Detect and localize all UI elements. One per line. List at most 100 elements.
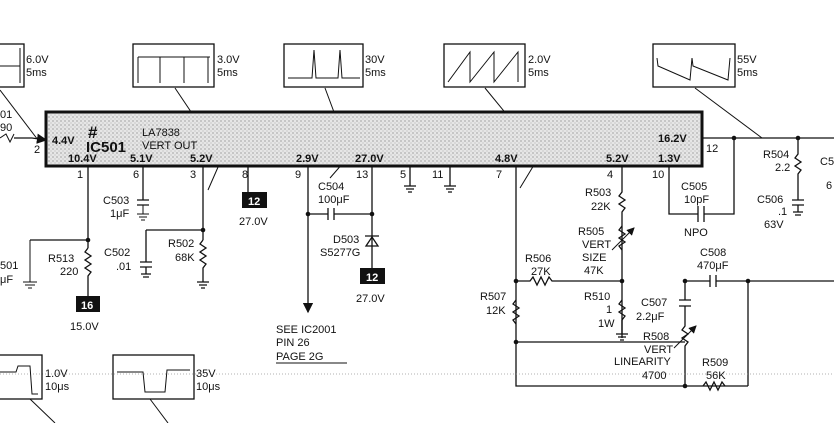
ic-v-pin6: 5.1V (130, 153, 153, 165)
waveform-w1-time: 5ms (26, 67, 47, 79)
c505-type: NPO (684, 227, 708, 239)
ic-pin-numbers: 2 1 6 3 8 9 13 5 11 7 4 10 12 (34, 143, 718, 181)
r508-value: 4700 (642, 370, 666, 382)
c507-value: 2.2μF (636, 311, 665, 323)
c508-value: 470μF (697, 260, 729, 272)
waveform-w5: 55V 5ms (652, 43, 758, 88)
r513-ref: R513 (48, 253, 74, 265)
ground-icon (616, 320, 628, 341)
d503-symbol (364, 235, 380, 247)
r510-value: 1 (606, 304, 612, 316)
waveform-w3-volts: 30V (365, 54, 385, 66)
waveform-w2: 3.0V 5ms (132, 43, 240, 88)
c504-ref: C504 (318, 181, 344, 193)
ic-v-pin1: 10.4V (68, 153, 97, 165)
ic-v-pin12: 16.2V (658, 133, 687, 145)
ic501: # IC501 LA7838 VERT OUT 4.4V 10.4V 5.1V … (44, 110, 704, 168)
waveform-w5-volts: 55V (737, 54, 757, 66)
supply-tag-16-voltage: 15.0V (70, 321, 99, 333)
note-line1: SEE IC2001 (276, 324, 337, 336)
partial-right-value: 6 (826, 180, 832, 192)
note-line2: PIN 26 (276, 337, 310, 349)
r508-ref: R508 (643, 331, 669, 343)
supply-tag-12b-voltage: 27.0V (356, 293, 385, 305)
c502-symbol (140, 230, 152, 278)
waveform-w5-pointer (694, 87, 763, 139)
waveform-w4-volts: 2.0V (528, 54, 551, 66)
r504-ref: R504 (763, 149, 789, 161)
r506-ref: R506 (525, 253, 551, 265)
pin-3-label: 3 (190, 169, 196, 181)
c503-symbol (137, 199, 149, 206)
note-line3: PAGE 2G (276, 351, 323, 363)
ic-v-pin10: 1.3V (658, 153, 681, 165)
ic-v-pin7: 4.8V (495, 153, 518, 165)
supply-tag-16-number: 16 (81, 300, 93, 312)
partial-value-mid: μF (0, 274, 13, 286)
waveform-w6: 1.0V 10μs (0, 354, 70, 400)
c507-ref: C507 (641, 297, 667, 309)
waveform-w1: 6.0V 5ms (0, 43, 49, 88)
r505-line1: VERT (582, 239, 611, 251)
ic-function: VERT OUT (142, 140, 197, 152)
r504-c506-symbol (792, 138, 804, 216)
r507-value: 12K (486, 305, 506, 317)
waveform-w7-volts: 35V (196, 368, 216, 380)
waveform-w3: 30V 5ms (283, 43, 386, 88)
partial-right-ref: C5 (820, 156, 834, 168)
pin-6-label: 6 (133, 169, 139, 181)
c508-symbol (685, 275, 834, 287)
partial-ref-mid: 501 (0, 260, 18, 272)
pin-8-label: 8 (242, 169, 248, 181)
r509-symbol (702, 380, 726, 392)
r502-symbol (197, 239, 209, 289)
waveform-w7-time: 10μs (196, 381, 221, 393)
r510-ref: R510 (584, 291, 610, 303)
r504-value: 2.2 (775, 162, 790, 174)
pin-5-label: 5 (400, 169, 406, 181)
c504-value: 100μF (318, 194, 350, 206)
r513-symbol (83, 247, 93, 296)
supply-tag-12a-number: 12 (248, 196, 260, 208)
ic-hash-symbol: # (88, 123, 98, 142)
waveform-w4: 2.0V 5ms (443, 43, 551, 88)
waveform-w5-time: 5ms (737, 67, 758, 79)
supply-tag-16 (76, 296, 100, 312)
pin-10-label: 10 (652, 169, 664, 181)
waveform-w1-pointer (0, 89, 39, 141)
partial-value-top: 90 (0, 122, 12, 134)
pin-4-label: 4 (607, 169, 613, 181)
ic-v-pin13: 27.0V (355, 153, 384, 165)
supply-tag-12b-number: 12 (366, 272, 378, 284)
ic-v-pin2: 4.4V (52, 135, 75, 147)
r502-ref: R502 (168, 238, 194, 250)
waveform-w3-time: 5ms (365, 67, 386, 79)
r505-symbol (617, 225, 627, 251)
supply-tag-12a (242, 192, 267, 208)
r510-symbol (617, 299, 627, 321)
pin-9-label: 9 (295, 169, 301, 181)
r505-ref: R505 (578, 226, 604, 238)
c507-r508-symbol (679, 281, 691, 386)
r503-symbol (617, 166, 627, 338)
c506-value: .1 (778, 206, 787, 218)
pin-13-label: 13 (356, 169, 368, 181)
r503-value: 22K (591, 201, 611, 213)
ic-v-pin4: 5.2V (606, 153, 629, 165)
pin-7-label: 7 (496, 169, 502, 181)
r505-value: 47K (584, 265, 604, 277)
waveform-w7: 35V 10μs (112, 354, 221, 400)
r503-ref: R503 (585, 187, 611, 199)
waveform-w1-volts: 6.0V (26, 54, 49, 66)
r507-ref: R507 (480, 291, 506, 303)
c503-value: 1μF (110, 208, 129, 220)
c502-ref: C502 (104, 247, 130, 259)
c505-ref: C505 (681, 181, 707, 193)
c508-ref: C508 (700, 247, 726, 259)
r505-line2: SIZE (582, 252, 606, 264)
ground-icon (444, 166, 456, 193)
r509-value: 56K (706, 370, 726, 382)
r509-ref: R509 (702, 357, 728, 369)
d503-ref: D503 (333, 234, 359, 246)
